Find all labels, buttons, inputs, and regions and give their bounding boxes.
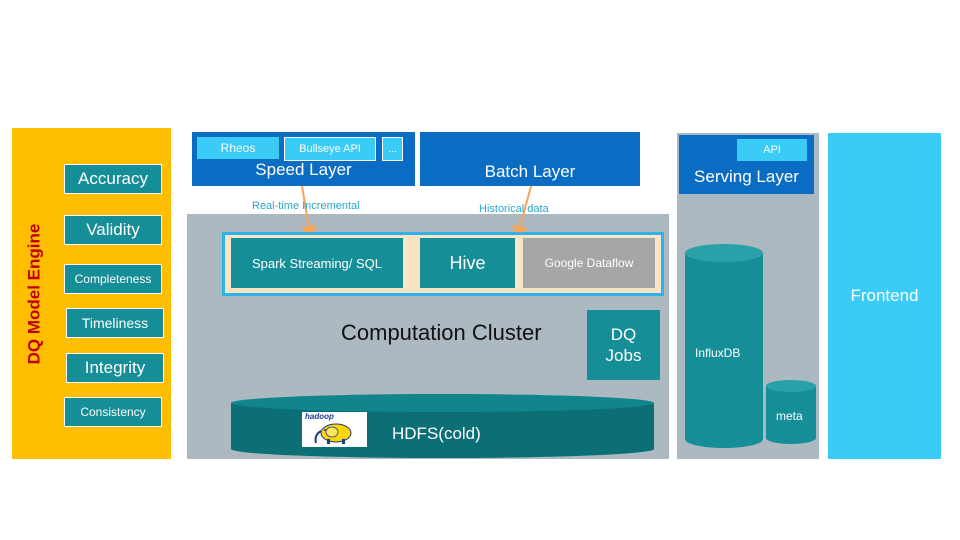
dq-item-integrity: Integrity [66, 353, 164, 383]
engine-spark-streaming: Spark Streaming/ SQL [231, 238, 403, 288]
engine-google-dataflow: Google Dataflow [523, 238, 655, 288]
historical-data-label: Historical data [479, 203, 549, 215]
frontend-panel: Frontend [828, 133, 941, 459]
speed-layer-tag-rheos: Rheos [197, 137, 279, 159]
speed-layer-tag-bullseye-api: Bullseye API [284, 137, 376, 161]
elephant-icon [314, 423, 352, 444]
batch-layer-label: Batch Layer [484, 162, 576, 181]
engine-hive: Hive [420, 238, 515, 288]
hadoop-logo-text: hadoop [305, 412, 334, 421]
dq-jobs-box: DQ Jobs [587, 310, 660, 380]
dq-item-consistency: Consistency [64, 397, 162, 427]
meta-label: meta [776, 409, 803, 423]
dq-item-timeliness: Timeliness [66, 308, 164, 338]
influxdb-label: InfluxDB [695, 346, 741, 360]
meta-cylinder [766, 380, 816, 444]
influxdb-cylinder [685, 244, 763, 448]
hdfs-label: HDFS(cold) [392, 424, 481, 443]
batch-layer: Batch Layer [420, 132, 640, 186]
historical-arrow [512, 185, 532, 242]
frontend-label: Frontend [850, 286, 919, 305]
dq-item-accuracy: Accuracy [64, 164, 162, 194]
speed-layer-tag-more: ... [382, 137, 403, 161]
serving-layer-api: API [737, 139, 807, 161]
serving-layer-label: Serving Layer [694, 167, 799, 186]
computation-cluster-title: Computation Cluster [341, 320, 542, 345]
realtime-incremental-label: Real-time Incremental [252, 200, 360, 212]
hadoop-logo: hadoop [302, 412, 367, 447]
dq-item-completeness: Completeness [64, 264, 162, 294]
speed-layer-label: Speed Layer [255, 160, 352, 179]
dq-item-validity: Validity [64, 215, 162, 245]
realtime-arrow [300, 185, 317, 242]
